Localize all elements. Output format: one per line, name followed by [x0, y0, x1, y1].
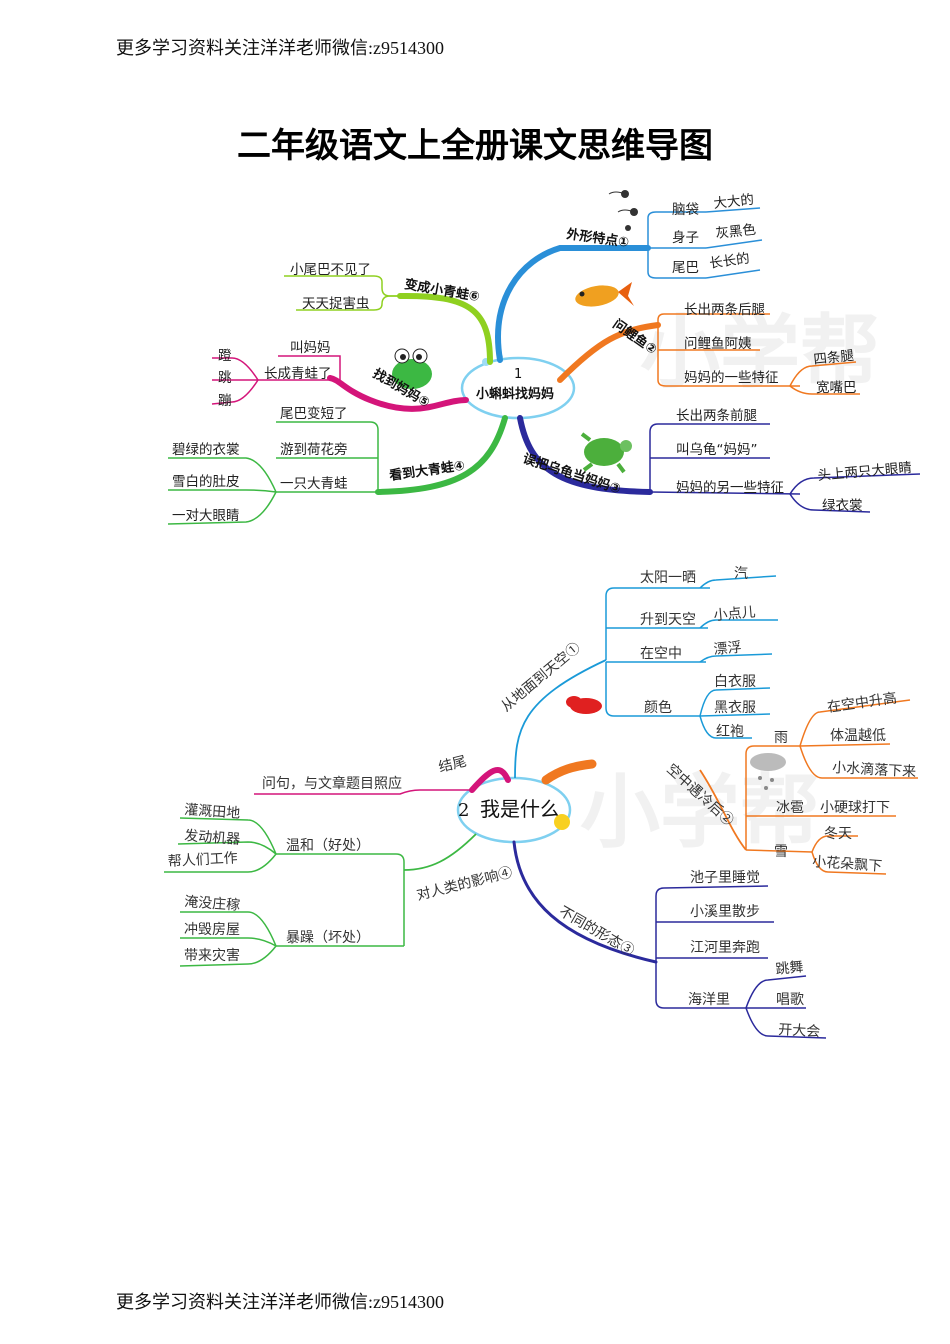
footer-text: 更多学习资料关注洋洋老师微信:z9514300	[116, 1292, 444, 1312]
center-number: 2	[458, 800, 469, 821]
item: 升到天空	[640, 612, 696, 628]
branch-label: 结尾	[437, 754, 468, 776]
item: 妈妈的另一些特征	[676, 480, 784, 496]
branch-shape	[164, 817, 477, 967]
item: 尾巴变短了	[280, 406, 348, 422]
header-text: 更多学习资料关注洋洋老师微信:z9514300	[116, 38, 444, 58]
item: 脑袋	[672, 202, 700, 218]
leaf: 漂浮	[713, 640, 742, 658]
leaf: 灰黑色	[715, 221, 757, 242]
leaf: 一对大眼睛	[172, 508, 240, 524]
leaf: 在空中升高	[826, 689, 898, 716]
leaf: 跳	[218, 370, 232, 386]
center-label: 小蝌蚪找妈妈	[476, 386, 554, 402]
item: 池子里睡觉	[690, 870, 760, 886]
leaf: 唱歌	[776, 992, 804, 1008]
leaf: 开大会	[778, 1022, 821, 1040]
leaf: 帮人们工作	[167, 850, 238, 870]
item: 天天捉害虫	[302, 296, 370, 312]
item: 叫乌龟“妈妈”	[676, 442, 758, 458]
item: 一只大青蛙	[280, 476, 348, 492]
item: 雪	[774, 844, 788, 860]
leaf: 蹬	[218, 348, 232, 364]
leaf: 灌溉田地	[184, 802, 241, 822]
leaf: 小花朵飘下	[812, 854, 883, 875]
item: 长出两条前腿	[676, 407, 757, 424]
item: 叫妈妈	[290, 340, 331, 356]
watermark: 小学帮	[580, 766, 820, 859]
item: 暴躁（坏处）	[286, 930, 370, 946]
leaf: 红袍	[716, 724, 744, 740]
branch-shape	[254, 767, 511, 795]
branch-label: 对人类的影响④	[415, 865, 514, 904]
item: 小尾巴不见了	[290, 262, 371, 278]
branch-shape	[557, 282, 860, 395]
item: 尾巴	[672, 260, 699, 276]
leaf: 体温越低	[830, 728, 886, 744]
branch-label: 不同的形态③	[556, 904, 637, 960]
item: 冰雹	[776, 800, 804, 816]
branch-shape	[495, 190, 763, 363]
mind-map-2: 小学帮 2 我是什么 从地面到天空① 太阳一晒 升到天空 在空中 颜色 汽 小点…	[164, 566, 918, 1040]
center-node: 2 我是什么	[456, 776, 572, 844]
branch-shape	[211, 348, 469, 412]
item: 海洋里	[688, 992, 730, 1008]
item: 问句，与文章题目照应	[262, 775, 402, 792]
branch-shape	[541, 699, 918, 875]
leaf: 小水滴落下来	[832, 759, 917, 780]
branch-shape	[514, 575, 778, 779]
leaf: 大大的	[713, 192, 755, 212]
leaf: 黑衣服	[714, 700, 756, 716]
leaf: 跳舞	[775, 959, 805, 978]
item: 长成青蛙了	[264, 366, 332, 382]
center-node: 1 小蝌蚪找妈妈	[460, 354, 576, 420]
item: 问鲤鱼阿姨	[684, 335, 752, 352]
leaf: 冲毁房屋	[184, 922, 240, 938]
item: 长出两条后腿	[684, 301, 765, 318]
leaf: 碧绿的衣裳	[172, 442, 240, 458]
leaf: 四条腿	[813, 347, 856, 368]
leaf: 小点儿	[713, 604, 756, 624]
leaf: 宽嘴巴	[816, 379, 857, 396]
watermark: 小学帮	[640, 306, 880, 399]
item: 颜色	[644, 699, 672, 716]
item: 太阳一晒	[640, 570, 696, 586]
branch-shape	[284, 275, 493, 365]
leaf: 小硬球打下	[820, 799, 890, 816]
item: 游到荷花旁	[280, 441, 348, 458]
leaf: 雪白的肚皮	[172, 474, 240, 490]
leaf: 头上两只大眼睛	[817, 460, 913, 484]
center-label: 我是什么	[480, 797, 560, 821]
leaf: 绿衣裳	[822, 498, 863, 514]
leaf: 发动机器	[184, 828, 241, 848]
leaf: 蹦	[218, 393, 232, 409]
item: 江河里奔跑	[690, 940, 760, 956]
leaf: 带来灾害	[184, 947, 240, 964]
branch-shape	[512, 840, 827, 1039]
item: 温和（好处）	[286, 838, 370, 854]
leaf: 长长的	[708, 250, 750, 271]
leaf: 白衣服	[714, 674, 756, 690]
item: 雨	[774, 730, 788, 746]
leaf: 淹没庄稼	[184, 893, 241, 914]
center-number: 1	[514, 367, 522, 382]
item: 小溪里散步	[690, 904, 760, 920]
item: 身子	[672, 230, 699, 246]
mind-map-1: 小学帮 1 小蝌蚪找妈妈 外形特点① 脑袋 身子 尾巴 大大的 灰黑色 长长的	[167, 190, 921, 525]
branch-shape	[167, 415, 508, 525]
leaf: 汽	[734, 566, 748, 582]
page-title: 二年级语文上全册课文思维导图	[237, 126, 713, 166]
item: 在空中	[640, 646, 682, 662]
leaf: 冬天	[824, 826, 852, 842]
item: 妈妈的一些特征	[684, 370, 779, 386]
branch-shape	[517, 415, 921, 513]
